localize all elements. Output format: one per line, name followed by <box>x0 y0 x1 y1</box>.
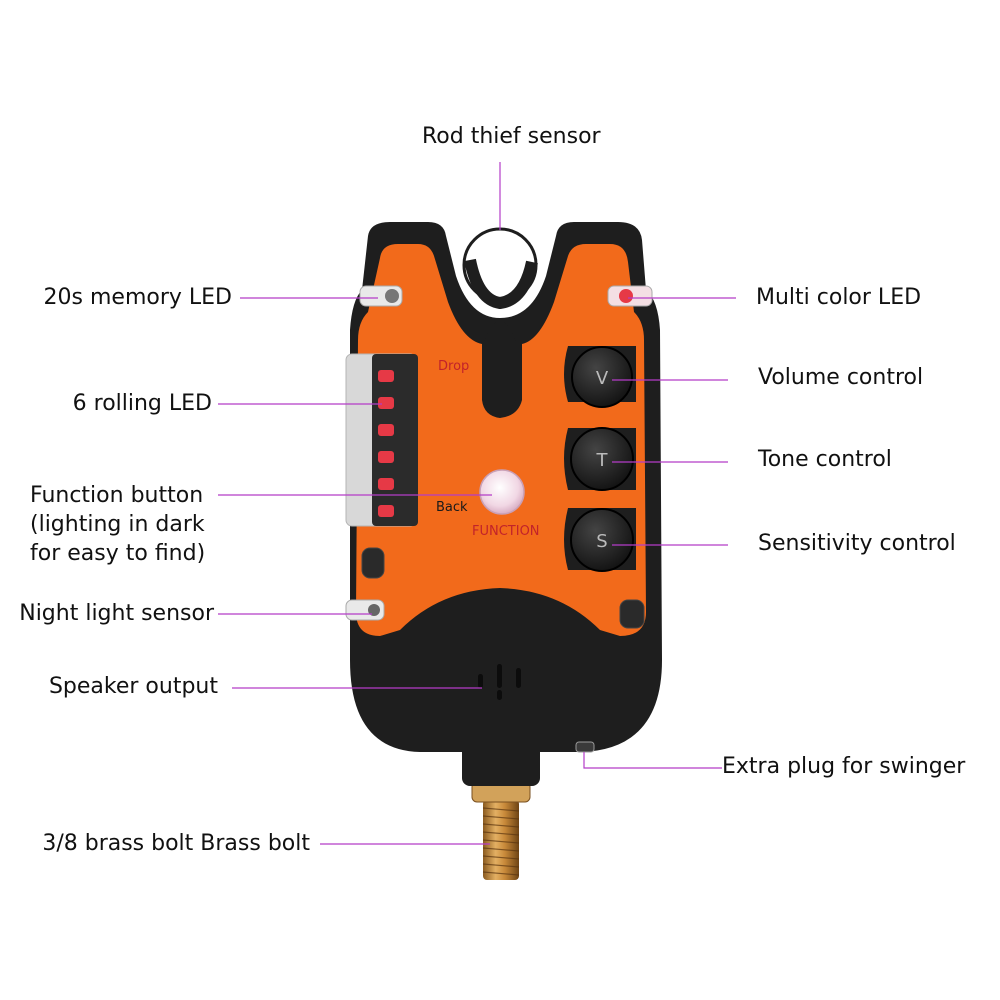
leader-extra-plug <box>583 752 722 769</box>
tone-control-knob[interactable]: T <box>564 427 636 491</box>
label-multi-color-led: Multi color LED <box>756 285 922 310</box>
label-volume-control: Volume control <box>758 365 924 390</box>
rolling-led-panel <box>345 353 418 527</box>
memory-led <box>359 285 403 307</box>
label-speaker-output: Speaker output <box>48 674 218 699</box>
rolling-led-4 <box>378 451 394 463</box>
label-function-button-line-1: Function button <box>30 483 204 508</box>
speaker-grille <box>478 664 521 700</box>
label-night-light-sensor: Night light sensor <box>19 601 214 626</box>
label-brass-bolt: 3/8 brass bolt Brass bolt <box>42 831 310 856</box>
label-sensitivity-control: Sensitivity control <box>758 531 956 556</box>
label-rolling-led: 6 rolling LED <box>72 391 212 416</box>
extra-plug <box>575 741 595 753</box>
function-label: FUNCTION <box>472 524 540 539</box>
svg-text:T: T <box>596 450 609 471</box>
rolling-led-6 <box>378 505 394 517</box>
label-tone-control: Tone control <box>758 447 892 472</box>
svg-text:V: V <box>596 368 609 389</box>
label-function-button-line-3: for easy to find) <box>30 541 206 566</box>
volume-control-knob[interactable]: V <box>564 346 636 408</box>
rolling-led-5 <box>378 478 394 490</box>
label-rod-thief-sensor: Rod thief sensor <box>422 124 601 149</box>
brass-bolt <box>462 740 540 880</box>
back-label: Back <box>436 500 468 515</box>
drop-label: Drop <box>438 359 469 374</box>
rolling-led-3 <box>378 424 394 436</box>
label-function-button-line-2: (lighting in dark <box>30 512 205 537</box>
label-extra-plug: Extra plug for swinger <box>722 754 966 779</box>
multi-color-led <box>607 285 653 307</box>
night-light-sensor <box>345 599 385 621</box>
rolling-led-1 <box>378 370 394 382</box>
label-memory-led: 20s memory LED <box>43 285 232 310</box>
sensitivity-control-knob[interactable]: S <box>564 508 636 572</box>
svg-text:S: S <box>596 531 607 552</box>
label-function-button: Function button (lighting in dark for ea… <box>30 481 230 568</box>
function-button[interactable] <box>479 469 525 515</box>
rolling-led-2 <box>378 397 394 409</box>
